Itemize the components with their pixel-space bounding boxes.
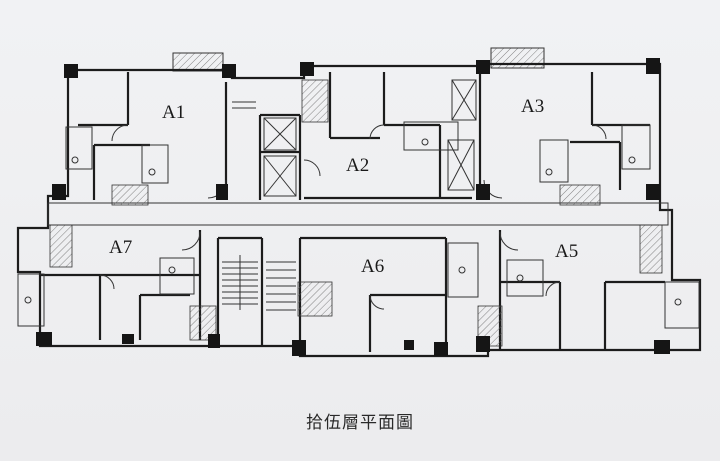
- unit-label-a5: A5: [555, 241, 578, 262]
- drawing-title: 拾伍層平面圖: [306, 413, 414, 433]
- unit-label-a1: A1: [162, 102, 185, 123]
- hatched-shafts: [49, 79, 663, 347]
- unit-label-a2: A2: [346, 155, 369, 176]
- unit-label-a7: A7: [109, 237, 132, 258]
- unit-label-a3: A3: [521, 96, 544, 117]
- balcony-a1: [172, 52, 224, 72]
- door-swings: [99, 124, 607, 310]
- stair-treads: [222, 101, 296, 311]
- unit-label-a6: A6: [361, 256, 384, 277]
- elevator-shafts: [263, 79, 477, 197]
- interior-walls: [40, 66, 665, 356]
- bathroom-fixtures: [17, 121, 700, 329]
- unit-labels: A1 A2 A3 A5 A6 A7: [109, 96, 578, 277]
- structural-columns: [36, 58, 670, 356]
- building-outline: [16, 62, 702, 358]
- corridor: [47, 202, 669, 226]
